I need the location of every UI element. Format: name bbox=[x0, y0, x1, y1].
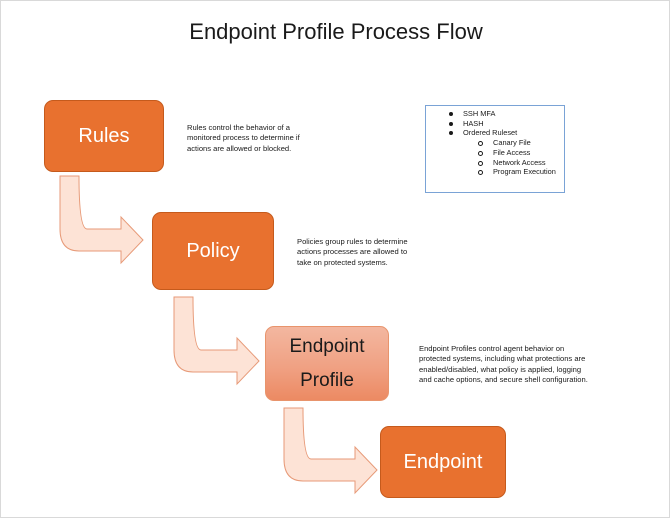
feature-item: Ordered Ruleset bbox=[426, 128, 564, 138]
endpoint-profile-label-line2: Profile bbox=[300, 369, 354, 391]
feature-subitem: File Access bbox=[426, 148, 564, 158]
feature-subitem: Program Execution bbox=[426, 167, 564, 177]
endpoint-box: Endpoint bbox=[380, 426, 506, 498]
feature-subitem: Canary File bbox=[426, 138, 564, 148]
feature-list-box: SSH MFA HASH Ordered Ruleset Canary File… bbox=[425, 105, 565, 193]
endpoint-profile-description: Endpoint Profiles control agent behavior… bbox=[419, 344, 588, 385]
policy-description: Policies group rules to determine action… bbox=[297, 237, 408, 267]
policy-box: Policy bbox=[152, 212, 274, 290]
endpoint-label: Endpoint bbox=[403, 450, 483, 473]
arrow-endpoint-profile-to-endpoint bbox=[283, 407, 378, 495]
rules-description: Rules control the behavior of a monitore… bbox=[187, 123, 300, 153]
endpoint-profile-box: Endpoint Profile bbox=[265, 326, 389, 401]
endpoint-profile-label-line1: Endpoint bbox=[289, 335, 365, 357]
feature-item: HASH bbox=[426, 119, 564, 129]
policy-label: Policy bbox=[186, 239, 240, 262]
feature-subitem: Network Access bbox=[426, 158, 564, 168]
rules-label: Rules bbox=[78, 124, 130, 147]
feature-list: SSH MFA HASH Ordered Ruleset Canary File… bbox=[426, 109, 564, 177]
arrow-policy-to-endpoint-profile bbox=[173, 296, 260, 386]
rules-box: Rules bbox=[44, 100, 164, 172]
arrow-rules-to-policy bbox=[59, 175, 144, 265]
diagram-title: Endpoint Profile Process Flow bbox=[189, 19, 483, 44]
feature-item: SSH MFA bbox=[426, 109, 564, 119]
